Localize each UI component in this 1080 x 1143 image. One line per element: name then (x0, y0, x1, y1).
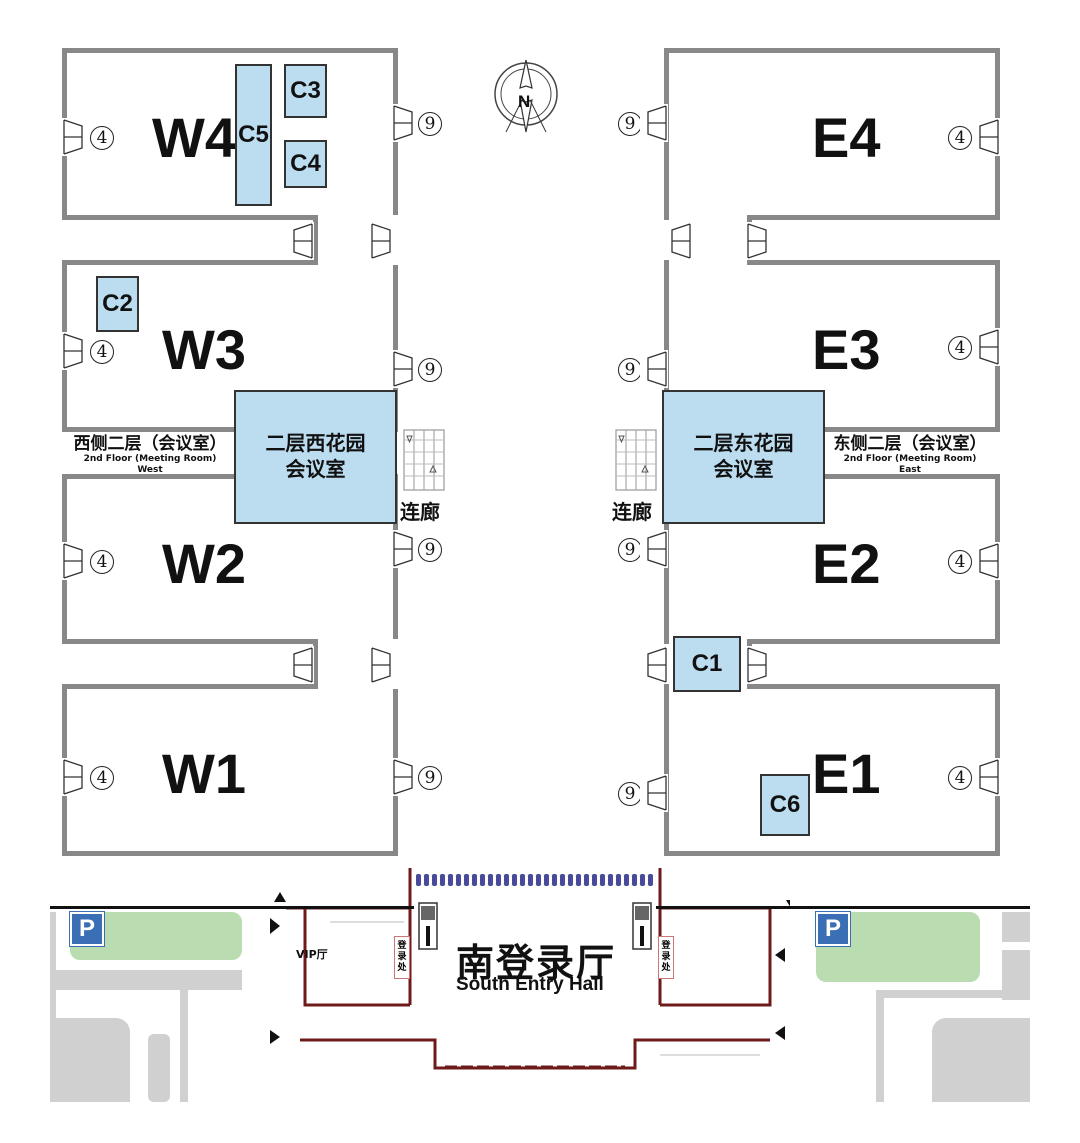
door-icon (392, 530, 420, 568)
entry-hall-walls (270, 868, 790, 1070)
gate-number-9: 9 (618, 112, 642, 136)
door-icon (370, 222, 398, 260)
registration-desk-west: 登录处 (394, 936, 410, 979)
corridor-label-west: 连廊 (400, 500, 440, 524)
door-icon (972, 758, 1000, 796)
parking-sign-east: P (816, 912, 850, 946)
door-icon (746, 222, 774, 260)
ground-area (876, 990, 884, 1102)
registration-desk-east: 登录处 (658, 936, 674, 979)
hall-label-e3: E3 (812, 318, 881, 381)
door-icon (640, 350, 668, 388)
gate-number-4: 4 (90, 126, 114, 150)
gate-number-4: 4 (948, 550, 972, 574)
door-icon (370, 646, 398, 684)
door-icon (972, 328, 1000, 366)
door-icon (62, 332, 90, 370)
ground-area (876, 990, 1030, 998)
meeting-room-c1[interactable]: C1 (673, 636, 741, 692)
escalator-east-icon (615, 429, 657, 491)
gate-number-9: 9 (618, 782, 642, 806)
gate-number-9: 9 (418, 112, 442, 136)
meeting-room-east-garden[interactable]: 二层东花园 会议室 (662, 390, 825, 524)
gate-number-4: 4 (948, 126, 972, 150)
door-icon (972, 542, 1000, 580)
floor-label-east: 东侧二层（会议室） 2nd Floor (Meeting Room) East (833, 434, 987, 475)
door-icon (640, 104, 668, 142)
gate-number-9: 9 (418, 358, 442, 382)
vip-hall-label: VIP厅 (296, 948, 328, 961)
ground-area (180, 990, 188, 1102)
ground-area (50, 970, 242, 990)
gate-number-4: 4 (948, 766, 972, 790)
door-icon (664, 222, 692, 260)
door-icon (392, 758, 420, 796)
door-icon (62, 118, 90, 156)
gate-number-9: 9 (418, 766, 442, 790)
door-icon (640, 774, 668, 812)
parking-sign-west: P (70, 912, 104, 946)
road-line (656, 906, 1030, 909)
hall-label-w4: W4 (152, 106, 236, 169)
compass-icon (494, 59, 558, 133)
door-icon (640, 530, 668, 568)
entry-hall-title: 南登录厅 (456, 941, 617, 985)
ground-area (1002, 912, 1030, 942)
ground-area (148, 1034, 170, 1102)
door-icon (62, 542, 90, 580)
ground-area (50, 1018, 130, 1102)
door-icon (746, 646, 774, 684)
door-icon (62, 758, 90, 796)
meeting-room-c5[interactable]: C5 (235, 64, 272, 206)
hall-label-w2: W2 (162, 532, 246, 595)
door-icon (392, 104, 420, 142)
hall-label-e1: E1 (812, 742, 881, 805)
corridor-label-east: 连廊 (612, 500, 652, 524)
floor-label-west: 西侧二层（会议室） 2nd Floor (Meeting Room) West (73, 434, 227, 475)
hall-label-w1: W1 (162, 742, 246, 805)
escalator-west-icon (403, 429, 445, 491)
gate-number-4: 4 (90, 550, 114, 574)
hall-w1[interactable] (62, 684, 398, 856)
door-icon (286, 646, 314, 684)
gate-number-9: 9 (618, 358, 642, 382)
meeting-room-c4[interactable]: C4 (284, 140, 327, 188)
hall-label-e4: E4 (812, 106, 881, 169)
entry-hall-subtitle: South Entry Hall (456, 974, 604, 995)
canopy-icon (416, 874, 653, 886)
meeting-room-west-garden[interactable]: 二层西花园 会议室 (234, 390, 397, 524)
door-icon (640, 646, 668, 684)
hall-e4[interactable] (664, 48, 1000, 220)
door-icon (392, 350, 420, 388)
ground-area (50, 912, 56, 1102)
meeting-room-c3[interactable]: C3 (284, 64, 327, 118)
gate-number-4: 4 (948, 336, 972, 360)
turnstile-icon (632, 902, 652, 950)
ground-area (932, 1018, 1030, 1102)
gate-number-4: 4 (90, 340, 114, 364)
gate-number-9: 9 (618, 538, 642, 562)
hall-label-w3: W3 (162, 318, 246, 381)
compass-label: N (518, 92, 531, 111)
hall-label-e2: E2 (812, 532, 881, 595)
door-icon (286, 222, 314, 260)
turnstile-icon (418, 902, 438, 950)
meeting-room-c6[interactable]: C6 (760, 774, 810, 836)
road-line (50, 906, 414, 909)
gate-number-4: 4 (90, 766, 114, 790)
hall-e1[interactable] (664, 684, 1000, 856)
meeting-room-c2[interactable]: C2 (96, 276, 139, 332)
gate-number-9: 9 (418, 538, 442, 562)
door-icon (972, 118, 1000, 156)
